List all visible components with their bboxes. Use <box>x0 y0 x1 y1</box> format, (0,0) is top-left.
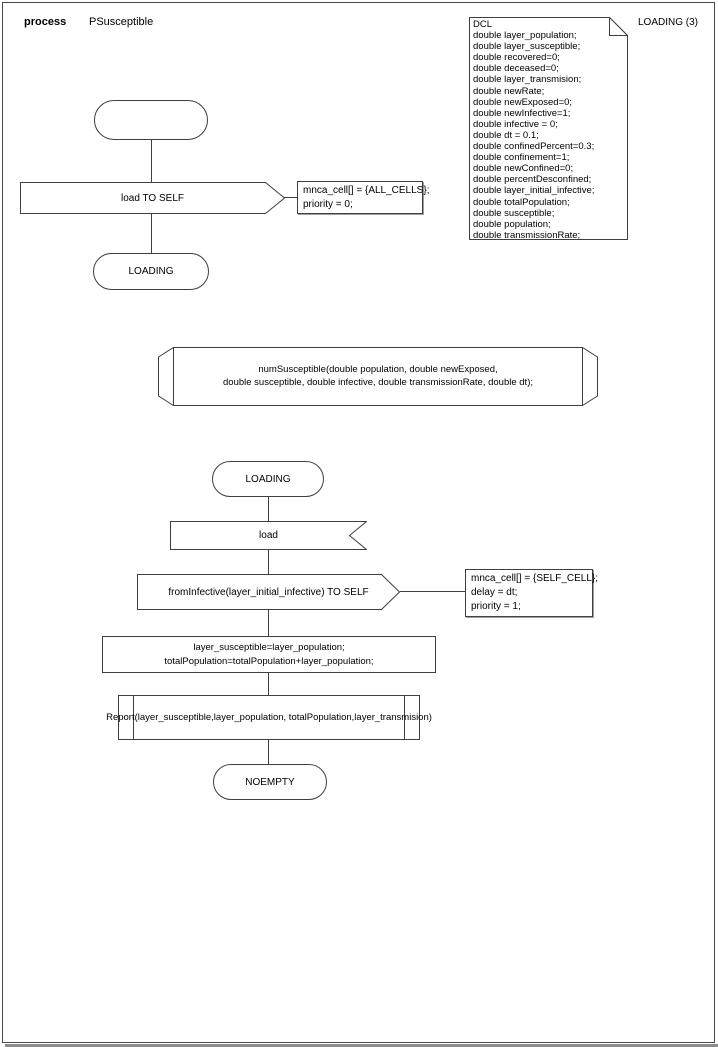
assignment-line1: layer_susceptible=layer_population; <box>193 641 345 653</box>
connector <box>268 672 269 695</box>
dcl-line: double newInfective=1; <box>473 107 571 119</box>
dcl-line: double population; <box>473 218 551 230</box>
send-arrow-icon <box>137 574 400 610</box>
function-def-shape[interactable]: numSusceptible(double population, double… <box>158 347 598 406</box>
annotation-line: delay = dt; <box>471 587 518 598</box>
function-def-label: numSusceptible(double population, double… <box>158 347 598 406</box>
dcl-line: DCL <box>473 19 493 30</box>
state-noempty-capsule[interactable]: NOEMPTY <box>213 764 327 800</box>
report-side-bar <box>404 696 405 739</box>
note-outline-icon <box>469 17 628 240</box>
page-shadow <box>5 1044 718 1047</box>
connector <box>268 496 269 521</box>
receive-load-label: load <box>259 530 278 541</box>
dcl-line: double newExposed=0; <box>473 96 573 108</box>
connector <box>400 591 465 592</box>
receive-load-shape[interactable]: load <box>170 521 367 550</box>
start-state-capsule[interactable] <box>94 100 208 140</box>
state-loading-capsule[interactable]: LOADING <box>93 253 209 290</box>
annotation-line: mnca_cell[] = {SELF_CELL}; <box>471 573 599 584</box>
dcl-line: double confinement=1; <box>473 152 570 164</box>
assignment-box[interactable]: layer_susceptible=layer_population; tota… <box>102 636 436 673</box>
annotation-line: priority = 0; <box>303 199 353 210</box>
dcl-line: double totalPopulation; <box>473 196 570 208</box>
dcl-line: double transmissionRate; <box>473 229 581 241</box>
send-load-to-self-label: load TO SELF <box>121 192 184 204</box>
function-def-outline-icon <box>158 347 598 406</box>
receive-arrow-icon <box>170 521 367 550</box>
dcl-line: double layer_population; <box>473 30 577 42</box>
connector <box>268 739 269 764</box>
send-arrow-icon <box>20 182 285 214</box>
connector <box>284 197 297 198</box>
connector <box>268 610 269 636</box>
function-def-line1: numSusceptible(double population, double… <box>258 364 498 375</box>
state-noempty-label: NOEMPTY <box>245 776 295 788</box>
state-loading-label: LOADING <box>128 266 174 277</box>
assignment-line2: totalPopulation=totalPopulation+layer_po… <box>164 655 374 667</box>
annotation-all-cells[interactable]: mnca_cell[] = {ALL_CELLS}; priority = 0; <box>297 181 429 214</box>
connector <box>151 139 152 182</box>
function-def-line2: double susceptible, double infective, do… <box>223 376 533 388</box>
state-loading2-capsule[interactable]: LOADING <box>212 461 324 497</box>
report-side-bar <box>133 696 134 739</box>
dcl-line: double deceased=0; <box>473 63 559 75</box>
state-loading2-label: LOADING <box>245 473 291 485</box>
corner-state-label: LOADING (3) <box>638 17 699 28</box>
dcl-line: double layer_transmision; <box>473 74 582 86</box>
report-shape[interactable]: Report(layer_susceptible,layer_populatio… <box>106 695 432 740</box>
dcl-line: double recovered=0; <box>473 52 560 64</box>
connector <box>268 550 269 574</box>
dcl-line: double newConfined=0; <box>473 163 574 175</box>
dcl-line: double confinedPercent=0.3; <box>473 141 595 153</box>
dcl-line: double layer_susceptible; <box>473 41 581 53</box>
annotation-line: priority = 1; <box>471 601 521 612</box>
annotation-self-cell[interactable]: mnca_cell[] = {SELF_CELL}; delay = dt; p… <box>465 569 598 617</box>
dcl-line: double percentDesconfined; <box>473 174 592 186</box>
dcl-line: double dt = 0.1; <box>473 129 539 141</box>
report-label: Report(layer_susceptible,layer_populatio… <box>106 712 432 723</box>
send-frominfective-label: fromInfective(layer_initial_infective) T… <box>168 586 369 598</box>
send-load-to-self-shape[interactable]: load TO SELF <box>20 182 285 214</box>
dcl-line: double infective = 0; <box>473 118 558 130</box>
send-frominfective-shape[interactable]: fromInfective(layer_initial_infective) T… <box>137 574 400 610</box>
dcl-line: double layer_initial_infective; <box>473 185 595 197</box>
process-name: PSusceptible <box>89 16 154 28</box>
annotation-line: mnca_cell[] = {ALL_CELLS}; <box>303 185 430 196</box>
dcl-line: double newRate; <box>473 85 545 97</box>
dcl-line: double susceptible; <box>473 207 555 219</box>
process-keyword: process <box>24 16 67 28</box>
connector <box>151 214 152 253</box>
